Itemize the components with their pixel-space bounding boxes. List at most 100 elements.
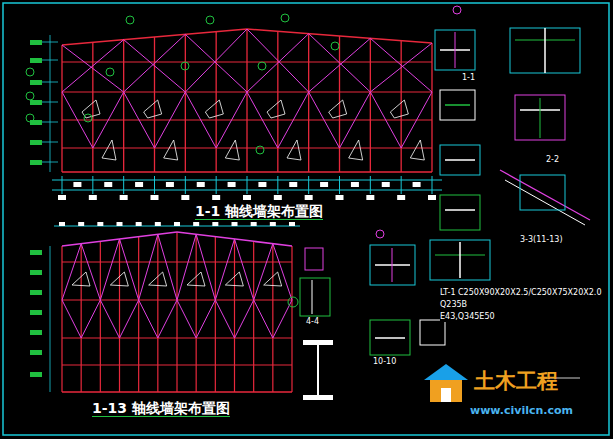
axis-tick bbox=[193, 222, 199, 226]
cad-line bbox=[62, 338, 292, 339]
cad-line bbox=[215, 237, 216, 392]
level-mark bbox=[30, 310, 42, 315]
cad-line bbox=[401, 92, 432, 148]
cad-line bbox=[317, 345, 319, 395]
axis-tick bbox=[336, 195, 344, 200]
opening-mark bbox=[110, 272, 128, 286]
cad-line bbox=[81, 300, 100, 338]
opening-mark bbox=[102, 140, 116, 160]
axis-tick bbox=[397, 195, 405, 200]
opening-mark bbox=[205, 100, 223, 118]
cad-line bbox=[339, 36, 340, 172]
cad-line bbox=[62, 262, 292, 263]
cad-line bbox=[309, 92, 340, 148]
opening-mark bbox=[149, 272, 167, 286]
cad-line bbox=[309, 34, 371, 92]
cad-line bbox=[246, 29, 247, 172]
detail-outline bbox=[420, 320, 445, 345]
callout-circle bbox=[106, 68, 114, 76]
axis-tick bbox=[212, 222, 218, 226]
cad-line bbox=[62, 176, 63, 194]
member-note: LT-1 C250X90X20X2.5/C250X75X20X2.0 bbox=[440, 289, 601, 298]
dimension-tick bbox=[73, 182, 81, 187]
section-label: 1-1 bbox=[462, 74, 475, 83]
axis-tick bbox=[89, 195, 97, 200]
cad-line bbox=[445, 209, 475, 211]
dimension-tick bbox=[258, 182, 266, 187]
cad-line bbox=[81, 244, 100, 300]
cad-line bbox=[177, 234, 196, 300]
cad-line bbox=[196, 300, 215, 338]
callout-circle bbox=[181, 62, 189, 70]
cad-line bbox=[540, 98, 541, 138]
cad-line bbox=[62, 148, 432, 149]
opening-mark bbox=[349, 140, 363, 160]
level-mark bbox=[30, 350, 42, 355]
cad-line bbox=[544, 28, 546, 73]
detail-box bbox=[305, 248, 323, 270]
cad-line bbox=[370, 43, 432, 92]
axis-tick bbox=[305, 195, 313, 200]
section-label: 3-3(11-13) bbox=[520, 236, 563, 245]
opening-mark bbox=[287, 140, 301, 160]
cad-line bbox=[215, 300, 234, 338]
cad-line bbox=[445, 159, 475, 161]
cad-line bbox=[273, 244, 292, 300]
cad-line bbox=[124, 40, 186, 92]
dimension-tick bbox=[228, 182, 236, 187]
cad-line bbox=[100, 241, 101, 392]
section-label: 2-2 bbox=[546, 156, 559, 165]
cad-line bbox=[62, 29, 247, 45]
cad-line bbox=[401, 176, 402, 194]
detail-outline bbox=[370, 320, 410, 355]
detail-outline bbox=[440, 145, 480, 175]
cad-line bbox=[62, 45, 124, 92]
callout-circle bbox=[281, 14, 289, 22]
cad-line bbox=[158, 300, 177, 338]
watermark: 土木工程 bbox=[474, 370, 558, 393]
cad-line bbox=[308, 176, 309, 194]
cad-line bbox=[62, 120, 432, 121]
section-details bbox=[370, 6, 590, 402]
cad-line bbox=[185, 29, 247, 92]
cad-line bbox=[339, 176, 340, 194]
cad-line bbox=[459, 242, 461, 278]
section-flange bbox=[303, 395, 333, 400]
cad-line bbox=[185, 92, 216, 148]
detail-outline bbox=[440, 90, 475, 120]
section-label: 4-4 bbox=[306, 318, 319, 327]
level-mark bbox=[30, 100, 42, 105]
cad-line bbox=[215, 239, 234, 300]
detail-outline bbox=[370, 245, 415, 285]
opening-mark bbox=[410, 140, 424, 160]
opening-mark bbox=[225, 272, 243, 286]
opening-mark bbox=[187, 272, 205, 286]
cad-line bbox=[62, 300, 81, 338]
axis-tick bbox=[97, 222, 103, 226]
axis-tick bbox=[274, 195, 282, 200]
level-mark bbox=[30, 40, 42, 45]
cad-line bbox=[185, 176, 186, 194]
detail-outline bbox=[430, 240, 490, 280]
cad-line bbox=[157, 234, 158, 392]
level-mark bbox=[30, 270, 42, 275]
section-label: 10-10 bbox=[373, 358, 396, 367]
cad-line bbox=[235, 239, 254, 300]
callout-circle bbox=[331, 42, 339, 50]
watermark: www.civilcn.com bbox=[470, 405, 573, 417]
detail-outline bbox=[435, 30, 475, 70]
drawing-title: 1-1 轴线墙架布置图 bbox=[195, 204, 323, 220]
watermark-roof bbox=[424, 364, 468, 380]
opening-mark bbox=[72, 272, 90, 286]
axis-tick bbox=[59, 222, 65, 226]
axis-tick bbox=[251, 222, 257, 226]
axis-tick bbox=[78, 222, 84, 226]
detail-outline bbox=[440, 195, 480, 230]
dimension-tick bbox=[289, 182, 297, 187]
axis-tick bbox=[243, 195, 251, 200]
cad-line bbox=[62, 92, 93, 148]
dimension-tick bbox=[382, 182, 390, 187]
cad-line bbox=[254, 300, 273, 338]
cad-line bbox=[138, 237, 139, 392]
detail-outline bbox=[515, 95, 565, 140]
